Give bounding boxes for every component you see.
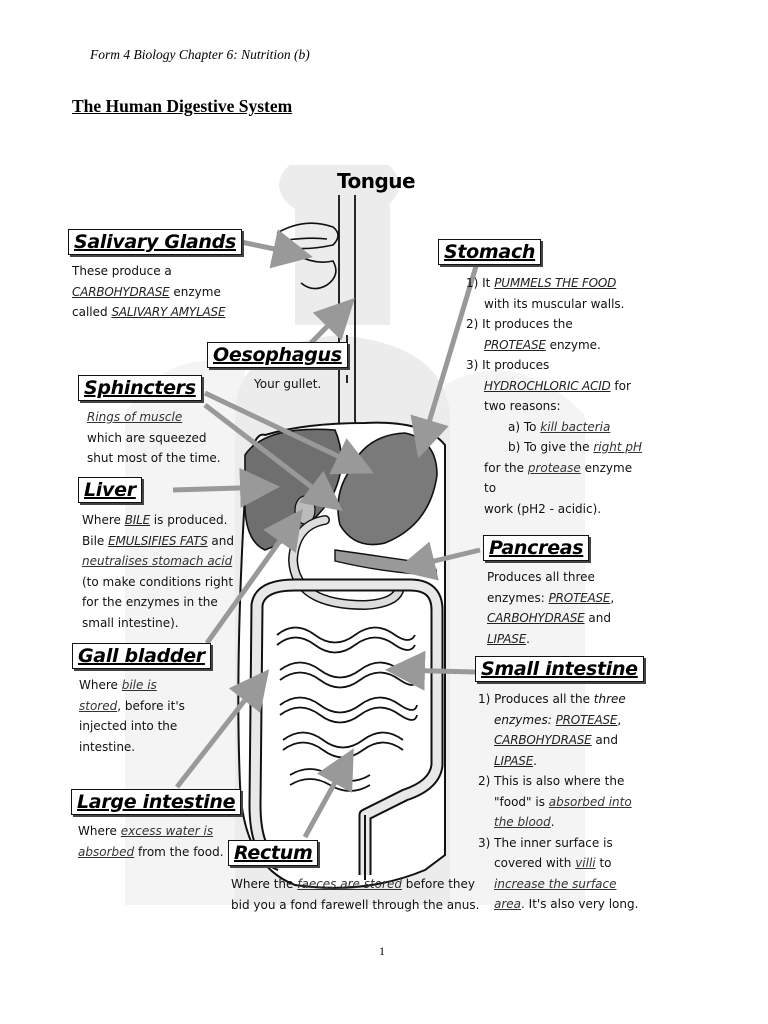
digestive-system-diagram: Tongue Salivary Glands These produce a C… — [65, 165, 647, 920]
small-intestine-label: Small intestine — [475, 656, 644, 682]
rectum-description: Where the faeces are stored before they … — [231, 874, 479, 915]
sphincters-description: Rings of muscle which are squeezed shut … — [87, 407, 221, 469]
oesophagus-label: Oesophagus — [207, 342, 348, 368]
pancreas-description: Produces all three enzymes: PROTEASE, CA… — [487, 567, 614, 649]
gall-bladder-label: Gall bladder — [72, 643, 211, 669]
liver-description: Where BILE is produced. Bile EMULSIFIES … — [82, 510, 234, 633]
salivary-glands-label: Salivary Glands — [68, 229, 242, 255]
sphincters-label: Sphincters — [78, 375, 202, 401]
large-intestine-label: Large intestine — [71, 789, 241, 815]
tongue-label: Tongue — [337, 169, 415, 193]
stomach-description: 1) It PUMMELS THE FOOD with its muscular… — [466, 273, 647, 519]
document-header: Form 4 Biology Chapter 6: Nutrition (b) — [90, 47, 310, 63]
rectum-label: Rectum — [228, 840, 318, 866]
oesophagus-description: Your gullet. — [254, 374, 321, 395]
salivary-glands-description: These produce a CARBOHYDRASE enzyme call… — [72, 261, 225, 323]
large-intestine-description: Where excess water is absorbed from the … — [78, 821, 224, 862]
stomach-label: Stomach — [438, 239, 541, 265]
pancreas-label: Pancreas — [483, 535, 589, 561]
gall-bladder-description: Where bile is stored, before it's inject… — [79, 675, 185, 757]
page-title: The Human Digestive System — [72, 96, 292, 117]
liver-label: Liver — [78, 477, 142, 503]
small-intestine-description: 1) Produces all the three enzymes: PROTE… — [478, 689, 638, 915]
page-number: 1 — [379, 944, 385, 959]
